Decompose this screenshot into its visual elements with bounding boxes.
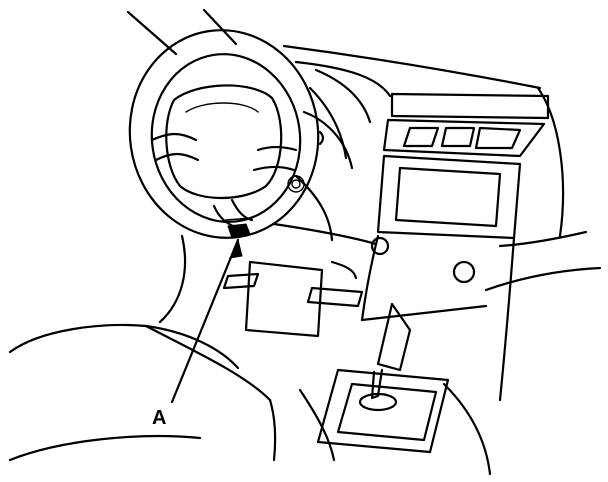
center-console <box>222 92 550 402</box>
callout-arrow <box>170 238 243 404</box>
driver-seat <box>8 234 277 462</box>
instrument-cluster <box>302 110 354 170</box>
gear-shift-lever <box>298 302 492 476</box>
airbag-hub <box>165 84 283 200</box>
callout-label-a: A <box>152 407 167 429</box>
steering-wheel <box>128 29 320 239</box>
steering-column-lines <box>126 8 238 56</box>
dlc-connector <box>225 217 253 239</box>
dashboard <box>272 44 602 292</box>
